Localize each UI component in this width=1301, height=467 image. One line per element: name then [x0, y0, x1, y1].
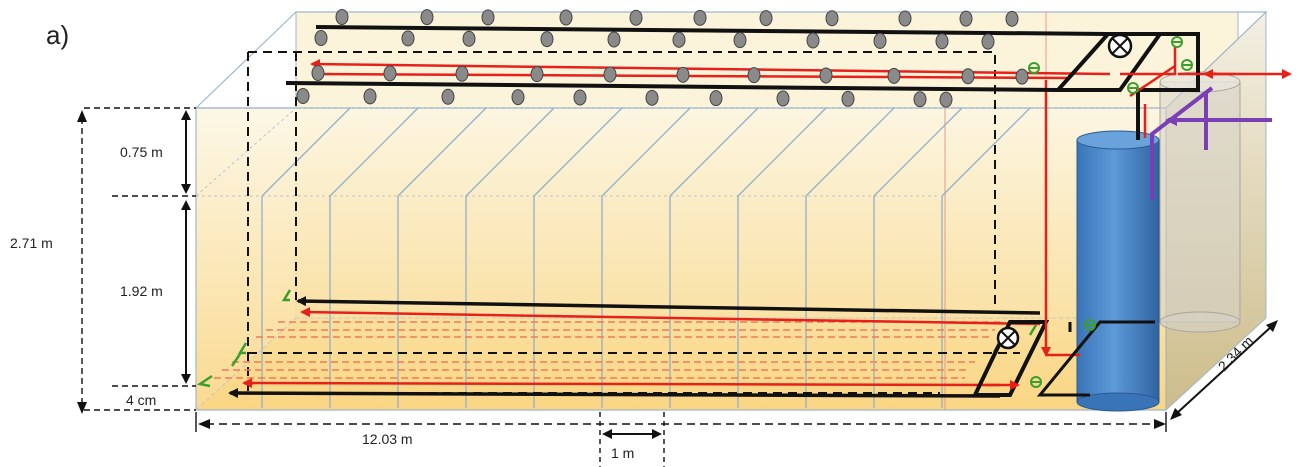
shelf-panel: [873, 107, 963, 408]
nozzle-icon: [709, 90, 723, 107]
top-red-line-front: [311, 72, 1071, 80]
nozzle-icon: [511, 89, 525, 106]
air-inlet: [1150, 86, 1272, 200]
bottom-red-pipe-back: [300, 307, 1041, 326]
nozzle-icon: [1005, 10, 1019, 27]
shelf-panel: [805, 107, 895, 408]
drain-fitting: [1036, 320, 1155, 397]
nutrient-reservoir: [1076, 130, 1160, 412]
shelf-panels: [261, 107, 1031, 408]
top-rail-back: [315, 25, 1109, 36]
nozzle-icon: [959, 10, 973, 27]
shelf-panel: [261, 107, 351, 408]
panel-label: a): [46, 20, 70, 50]
nozzle-icon: [383, 65, 397, 82]
nozzle-icon: [676, 66, 690, 83]
nozzle-icon: [825, 10, 839, 27]
spray-nozzles: [296, 9, 1029, 108]
nozzle-icon: [733, 32, 747, 49]
bottom-red-pipe-front: [242, 378, 1001, 389]
nozzle-icon: [481, 9, 495, 26]
shelf-panel: [669, 107, 759, 408]
nozzle-icon: [887, 67, 901, 84]
dimension-spacing: 1 m: [609, 445, 637, 461]
nozzle-icon: [573, 89, 587, 106]
storage-tank: [1159, 71, 1241, 333]
nozzle-icon: [314, 30, 328, 46]
nozzle-icon: [1015, 68, 1029, 85]
nozzle-icon: [913, 91, 927, 108]
shelf-panel: [737, 107, 827, 408]
nozzle-icon: [629, 9, 643, 26]
nozzle-icon: [939, 91, 953, 108]
nozzle-icon: [401, 30, 415, 47]
nozzle-icon: [530, 66, 544, 83]
nozzle-icon: [935, 33, 949, 50]
bottom-black-pipe-back: [296, 296, 1041, 315]
shelf-panel: [601, 107, 691, 408]
nozzle-icon: [559, 9, 573, 26]
dimension-bottom-gap: 4 cm: [126, 392, 157, 408]
nozzle-icon: [363, 88, 377, 105]
dimension-total-height: 2.71 m: [8, 235, 55, 251]
nozzle-icon: [806, 32, 820, 49]
top-spray-rails: [285, 9, 1292, 388]
dimension-length: 12.03 m: [360, 431, 415, 447]
nozzle-icon: [819, 67, 833, 84]
nozzle-icon: [603, 66, 617, 83]
top-red-line-back: [310, 59, 1111, 76]
nozzle-icon: [420, 9, 434, 26]
nozzle-icon: [898, 10, 912, 27]
nozzle-icon: [296, 88, 310, 104]
nozzle-icon: [540, 31, 554, 48]
bottom-black-pipe-front: [228, 388, 1001, 399]
nozzle-icon: [462, 30, 476, 47]
top-rail-front: [285, 81, 1059, 92]
bottom-pipe-network: [196, 289, 1050, 399]
nozzle-icon: [441, 88, 455, 105]
front-wall: [195, 107, 1167, 411]
nozzle-icon: [776, 90, 790, 107]
shelf-panel: [533, 107, 623, 408]
nozzle-icon: [873, 32, 887, 49]
nozzle-icon: [747, 67, 761, 84]
nozzle-icon: [311, 65, 325, 81]
nozzle-icon: [693, 9, 707, 26]
nozzle-icon: [841, 90, 855, 107]
nozzle-icon: [672, 31, 686, 48]
shelf-panel: [941, 107, 1031, 408]
dimension-upper-height: 0.75 m: [118, 144, 165, 160]
nozzle-icon: [455, 65, 469, 82]
nozzle-icon: [759, 10, 773, 27]
nozzle-icon: [645, 89, 659, 106]
dimension-lines: [77, 107, 1278, 467]
nozzle-icon: [607, 31, 621, 48]
nozzle-icon: [335, 9, 349, 25]
dimension-lower-height: 1.92 m: [118, 283, 165, 299]
nozzle-icon: [961, 68, 975, 85]
nozzle-icon: [981, 33, 995, 50]
